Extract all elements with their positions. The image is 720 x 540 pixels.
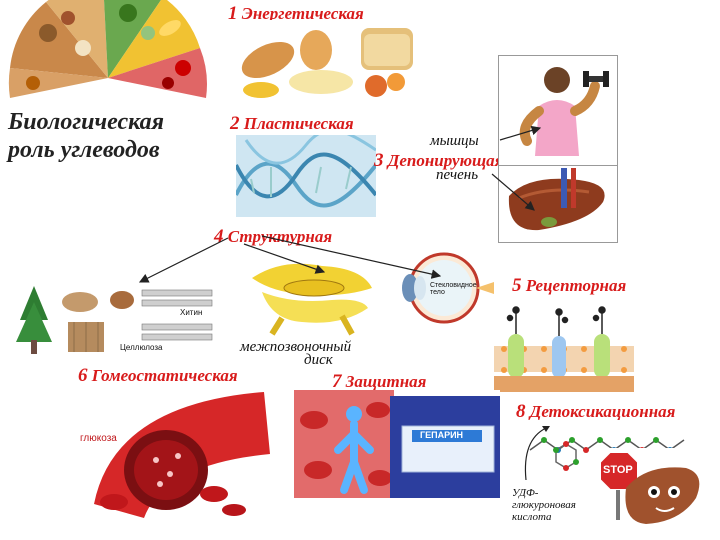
udp-caption-line-2: глюкуроновая: [512, 499, 576, 511]
udp-molecule-image: [516, 420, 600, 486]
function-label-7-text: Защитная: [345, 372, 427, 391]
arrow-to-eye: [261, 235, 442, 279]
food-wheel-image: [8, 0, 208, 110]
vitreous-caption: Стекловидное тело: [430, 282, 477, 296]
function-label-6: 6 Гомеостатическая: [78, 365, 238, 386]
disc-caption-line-2: диск: [304, 352, 333, 368]
muscle-image: [498, 55, 618, 169]
page-title: Биологическая роль углеводов: [8, 108, 164, 164]
function-label-1: 1 Энергетическая: [228, 3, 364, 24]
function-label-1-text: Энергетическая: [241, 4, 364, 23]
function-label-6-text: Гомеостатическая: [91, 366, 238, 385]
function-label-5-text: Рецепторная: [525, 276, 627, 295]
disc-caption-line-1: межпозвоночный: [240, 339, 352, 355]
title-line-1: Биологическая: [8, 109, 165, 135]
liver-image: [498, 165, 618, 243]
title-line-2: роль углеводов: [8, 137, 160, 163]
liver-caption: печень: [436, 167, 479, 183]
function-label-3-text: Депонирующая: [387, 151, 504, 170]
udp-caption-line-3: кислота: [512, 511, 552, 523]
function-label-8-text: Детоксикационная: [529, 402, 676, 421]
function-label-8: 8 Детоксикационная: [516, 401, 676, 422]
function-label-3: 3 Депонирующая: [374, 150, 504, 171]
function-label-4-text: Структурная: [227, 227, 333, 246]
eye-image: Стекловидное тело: [386, 248, 496, 330]
stop-caption: STOP: [603, 464, 633, 476]
chitin-cellulose-image: Хитин Целлюлоза: [12, 280, 226, 356]
protective-image: ГЕПАРИН: [294, 390, 500, 498]
glucose-caption: глюкоза: [80, 433, 117, 444]
function-label-7: 7 Защитная: [332, 371, 427, 392]
arrow-to-chitin: [138, 237, 229, 283]
intervertebral-disc-image: [242, 248, 382, 336]
stop-liver-image: STOP: [596, 448, 706, 532]
function-label-4: 4 Структурная: [214, 226, 333, 247]
muscles-caption: мышцы: [430, 133, 479, 149]
cellulose-caption: Целлюлоза: [120, 343, 163, 352]
dna-image: [236, 135, 376, 217]
function-label-5: 5 Рецепторная: [512, 275, 627, 296]
arrow-to-muscles: [499, 125, 542, 141]
chitin-caption: Хитин: [180, 308, 203, 317]
energy-food-image: [236, 20, 421, 104]
heparin-caption: ГЕПАРИН: [420, 430, 464, 440]
function-label-2-text: Пластическая: [243, 114, 354, 133]
arrow-to-disc: [243, 243, 326, 274]
udp-caption-line-1: УДФ-: [512, 487, 539, 499]
receptor-membrane-image: [494, 300, 634, 392]
arrow-to-liver: [491, 173, 535, 211]
blood-vessel-image: глюкоза: [74, 384, 270, 518]
function-label-2: 2 Пластическая: [230, 113, 354, 134]
